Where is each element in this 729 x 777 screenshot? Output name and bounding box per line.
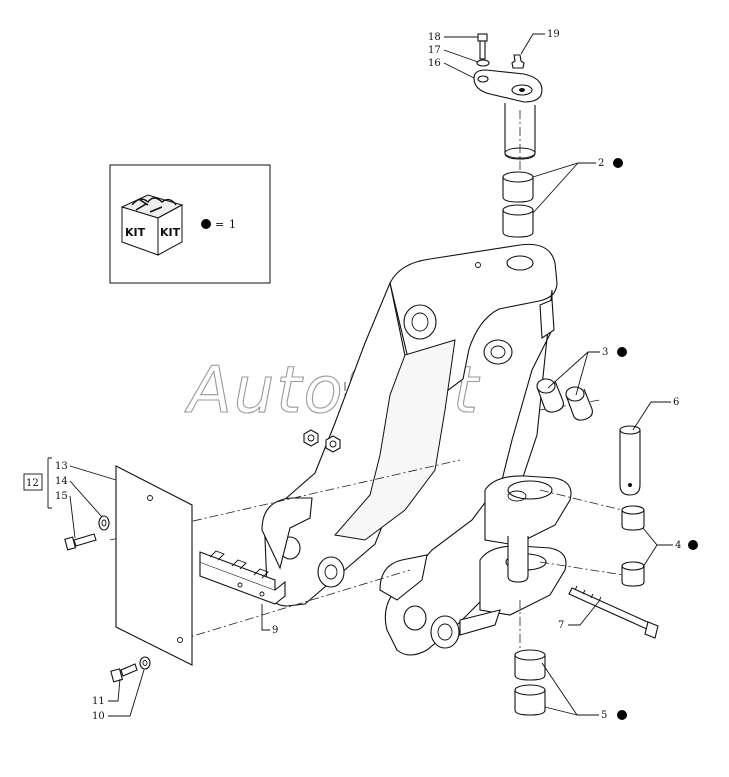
plate-13 — [115, 465, 193, 666]
callout-2: 2 — [598, 158, 604, 169]
callout-18: 18 — [428, 32, 441, 43]
callout-5: 5 — [601, 710, 607, 721]
kit-equals: = — [215, 218, 224, 231]
callout-9: 9 — [272, 625, 278, 636]
bolt-11 — [110, 656, 151, 683]
callout-17: 17 — [428, 45, 441, 56]
callout-11: 11 — [92, 696, 105, 707]
callout-15: 15 — [55, 491, 68, 502]
kit-label-right: KIT — [160, 226, 181, 239]
callout-4: 4 — [675, 540, 681, 551]
nuts — [303, 429, 341, 453]
kit-box-icon: KIT KIT — [120, 194, 184, 256]
kit-marker-dot — [201, 219, 211, 229]
bolt-7 — [568, 585, 659, 639]
bolt-15 — [64, 515, 110, 551]
block-9 — [199, 550, 286, 605]
bushings-5 — [514, 649, 546, 716]
kit-marker-3 — [617, 347, 627, 357]
callout-12: 12 — [26, 478, 39, 489]
kit-label-left: KIT — [125, 226, 146, 239]
callout-14: 14 — [55, 476, 68, 487]
callout-10: 10 — [92, 711, 105, 722]
bushings-4 — [621, 505, 645, 587]
callout-6: 6 — [673, 397, 679, 408]
top-pin-assembly — [473, 33, 543, 160]
bushings-3 — [536, 378, 593, 421]
callout-19: 19 — [547, 29, 560, 40]
callout-3: 3 — [602, 347, 608, 358]
kit-marker-2 — [613, 158, 623, 168]
callout-7: 7 — [558, 620, 564, 631]
callouts: 18 17 16 19 2 3 6 4 7 5 13 — [23, 29, 698, 722]
kit-value: 1 — [229, 218, 236, 231]
kit-legend: KIT KIT = 1 — [109, 164, 271, 284]
kit-marker-4 — [688, 540, 698, 550]
group-box-12 — [23, 473, 43, 491]
kit-marker-5 — [617, 710, 627, 720]
callout-13: 13 — [55, 461, 68, 472]
callout-16: 16 — [428, 58, 441, 69]
pin-6 — [619, 425, 641, 496]
swing-frame — [261, 243, 572, 656]
bushings-2 — [502, 171, 534, 238]
